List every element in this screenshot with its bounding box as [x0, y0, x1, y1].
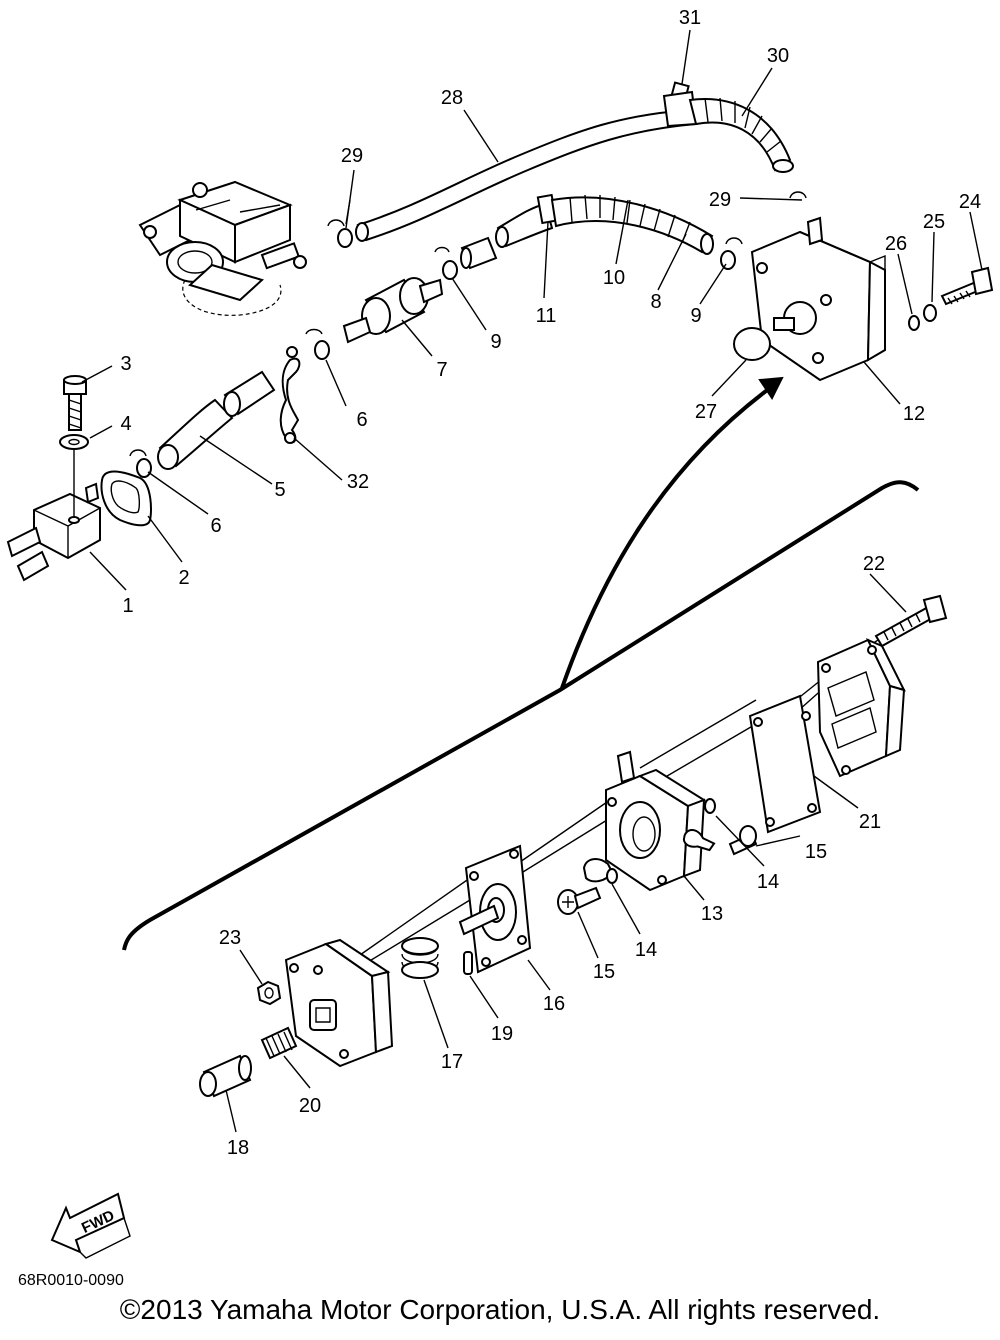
- drawing-number: 68R0010-0090: [18, 1272, 124, 1289]
- gasket-21: [748, 694, 822, 834]
- screw-15-upper: [728, 825, 758, 856]
- label-5: 5: [274, 479, 285, 501]
- pump-base: [284, 938, 394, 1068]
- label-31: 31: [679, 7, 701, 29]
- arrow-head: [758, 376, 784, 400]
- label-4: 4: [120, 413, 131, 435]
- spring-20: [260, 1026, 298, 1060]
- label-11: 11: [536, 305, 557, 327]
- leader-lines: [81, 29, 983, 1133]
- pump-cover: [816, 638, 906, 778]
- label-13: 13: [701, 903, 723, 925]
- pin-19: [463, 951, 473, 975]
- washer-4: [59, 434, 89, 450]
- fwd-arrow-icon: FWD: [50, 1192, 131, 1259]
- label-8: 8: [650, 291, 661, 313]
- label-16: 16: [543, 993, 565, 1015]
- reed-14-upper: [682, 829, 716, 852]
- label-6b: 6: [356, 409, 367, 431]
- label-21: 21: [859, 811, 881, 833]
- carburetor-drawing: [138, 180, 307, 316]
- pump-body-13: [605, 750, 707, 892]
- label-29b: 29: [709, 189, 731, 211]
- label-18: 18: [227, 1137, 249, 1159]
- label-7: 7: [436, 359, 447, 381]
- callout-labels: 1 2 3 4 5 6 6 7 8 9 9 10 11 12 13 14 14 …: [120, 7, 981, 1159]
- gasket-2: [100, 470, 152, 527]
- label-27: 27: [695, 401, 717, 423]
- bolt-3: [63, 375, 87, 431]
- label-14b: 14: [635, 939, 657, 961]
- label-17: 17: [441, 1051, 463, 1073]
- label-15a: 15: [805, 841, 827, 863]
- spring-17: [401, 937, 439, 979]
- screw-15-lower: [557, 886, 602, 915]
- divider-line: [122, 480, 920, 951]
- label-25: 25: [923, 211, 945, 233]
- assembly-arrow: [560, 386, 772, 689]
- label-1: 1: [122, 595, 133, 617]
- label-2: 2: [178, 567, 189, 589]
- label-32: 32: [347, 471, 369, 493]
- copyright-notice: ©2013 Yamaha Motor Corporation, U.S.A. A…: [119, 1294, 881, 1325]
- o-ring-27: [733, 327, 771, 361]
- fuel-joint-1: [6, 450, 101, 582]
- label-30: 30: [767, 45, 789, 67]
- label-29a: 29: [341, 145, 363, 167]
- plunger-18: [199, 1054, 252, 1098]
- label-22: 22: [863, 553, 885, 575]
- label-23: 23: [219, 927, 241, 949]
- clip-32: [279, 357, 301, 444]
- fuel-pump-assembly-12: [750, 216, 886, 382]
- label-20: 20: [299, 1095, 321, 1117]
- corrugated-hose-30: [688, 98, 792, 172]
- label-12: 12: [903, 403, 925, 425]
- label-15b: 15: [593, 961, 615, 983]
- label-9b: 9: [690, 305, 701, 327]
- corrugated-hose-10: [550, 196, 714, 254]
- label-9a: 9: [490, 331, 501, 353]
- label-24: 24: [959, 191, 981, 213]
- label-10: 10: [603, 267, 625, 289]
- nut-23: [256, 980, 282, 1006]
- washer-25: [923, 304, 937, 322]
- label-6a: 6: [210, 515, 221, 537]
- label-28: 28: [441, 87, 463, 109]
- label-3: 3: [120, 353, 131, 375]
- bolt-24: [940, 266, 994, 306]
- washer-26: [908, 315, 920, 331]
- fuel-filter-7: [342, 277, 444, 344]
- label-26: 26: [885, 233, 907, 255]
- label-14a: 14: [757, 871, 779, 893]
- bolt-22: [874, 594, 948, 648]
- diaphragm-16: [458, 844, 532, 974]
- label-19: 19: [491, 1023, 513, 1045]
- fuel-hose-5: [158, 398, 234, 468]
